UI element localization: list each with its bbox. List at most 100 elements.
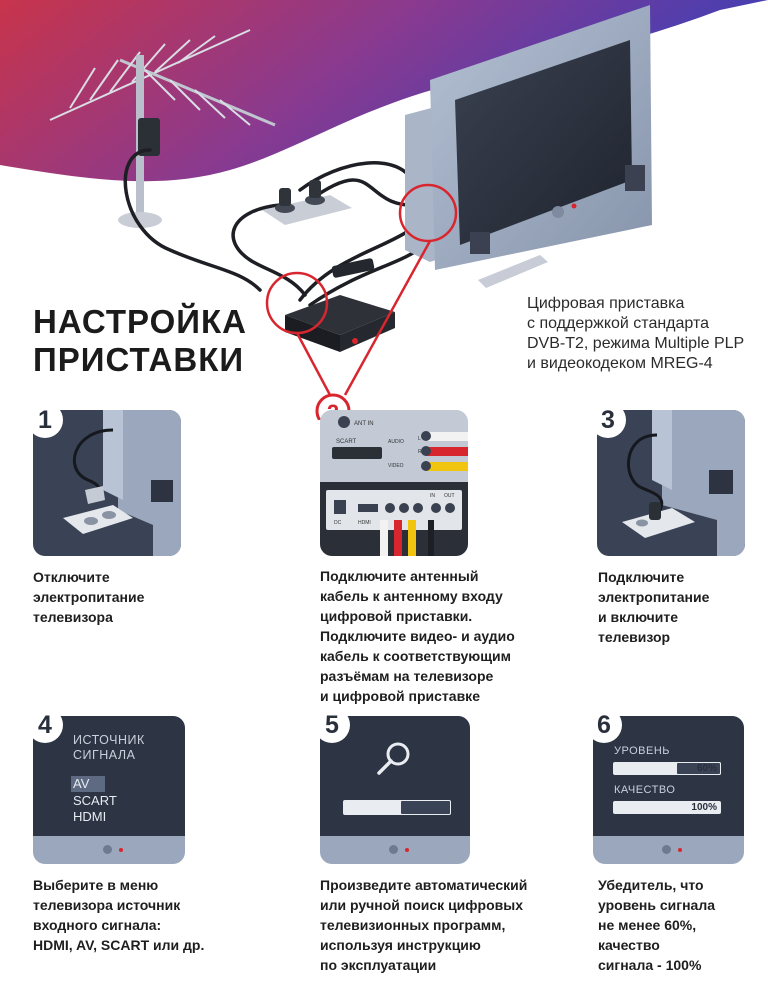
step-1-number: 1 bbox=[27, 402, 63, 438]
step-2-caption: Подключите антенный кабель к антенному в… bbox=[320, 566, 515, 706]
caption-line: качество bbox=[598, 937, 660, 953]
step-2-card: ANT IN SCART AUDIO L R VIDEO DC HDMI IN … bbox=[320, 410, 468, 556]
panel-label-dc: DC bbox=[334, 520, 342, 526]
caption-line: или ручной поиск цифровых bbox=[320, 897, 523, 913]
heading-line: СИГНАЛА bbox=[73, 748, 136, 762]
tv-side-panel bbox=[118, 410, 181, 556]
level-meter-remaining bbox=[675, 762, 721, 775]
tv-led bbox=[405, 848, 409, 852]
device-description: Цифровая приставка с поддержкой стандарт… bbox=[527, 294, 763, 374]
caption-line: используя инструкцию bbox=[320, 937, 481, 953]
page-title-line-2: ПРИСТАВКИ bbox=[33, 341, 245, 378]
caption-line: электропитание bbox=[33, 589, 145, 605]
step-5-caption: Произведите автоматический или ручной по… bbox=[320, 875, 527, 975]
television bbox=[405, 5, 652, 270]
dc-port bbox=[334, 500, 346, 514]
panel-label-ant-in: ANT IN bbox=[354, 421, 374, 427]
caption-line: и цифровой приставке bbox=[320, 688, 480, 704]
menu-option-av[interactable]: AV bbox=[71, 776, 106, 792]
step-6-number: 6 bbox=[586, 707, 622, 743]
source-menu: AV SCART HDMI bbox=[71, 775, 117, 825]
tv-power-button bbox=[389, 845, 398, 854]
step-6-caption: Убедитель, что уровень сигнала не менее … bbox=[598, 875, 715, 975]
caption-line: телевизора bbox=[33, 609, 113, 625]
tv-power-button bbox=[103, 845, 112, 854]
quality-value: 100% bbox=[691, 802, 717, 813]
step-6-card: УРОВЕНЬ 60% КАЧЕСТВО 100% bbox=[593, 716, 744, 864]
step-4-card: ИСТОЧНИК СИГНАЛА AV SCART HDMI bbox=[33, 716, 185, 864]
caption-line: цифровой приставки. bbox=[320, 608, 473, 624]
caption-line: электропитание bbox=[598, 589, 710, 605]
search-progress-bar bbox=[343, 800, 451, 815]
panel-label-l: L bbox=[418, 436, 421, 442]
panel-label-scart: SCART bbox=[336, 439, 357, 445]
source-menu-heading: ИСТОЧНИК СИГНАЛА bbox=[73, 733, 145, 763]
caption-line: Выберите в меню bbox=[33, 877, 159, 893]
caption-line: уровень сигнала bbox=[598, 897, 716, 913]
caption-line: Подключите видео- и аудио bbox=[320, 628, 515, 644]
step-5-number: 5 bbox=[314, 707, 350, 743]
caption-line: разъёмам на телевизоре bbox=[320, 668, 494, 684]
scart-port bbox=[332, 447, 382, 459]
step-3-caption: Подключите электропитание и включите тел… bbox=[598, 567, 709, 647]
caption-line: кабель к антенному входу bbox=[320, 588, 503, 604]
hero-illustration: 2 bbox=[0, 0, 768, 420]
step-3-card bbox=[597, 410, 745, 556]
panel-label-out: OUT bbox=[444, 493, 455, 499]
step-4-number: 4 bbox=[27, 707, 63, 743]
quality-label: КАЧЕСТВО bbox=[614, 784, 676, 796]
caption-line: Произведите автоматический bbox=[320, 877, 528, 893]
set-top-box bbox=[285, 295, 395, 352]
caption-line: сигнала - 100% bbox=[598, 957, 702, 973]
description-line: и видеокодеком MREG-4 bbox=[527, 355, 713, 372]
caption-line: по эксплуатации bbox=[320, 957, 437, 973]
power-cord bbox=[627, 433, 664, 513]
antenna bbox=[49, 29, 276, 127]
panel-label-in: IN bbox=[430, 493, 435, 499]
caption-line: и включите bbox=[598, 609, 678, 625]
menu-option-hdmi[interactable]: HDMI bbox=[73, 809, 107, 824]
caption-line: входного сигнала: bbox=[33, 917, 162, 933]
ant-in-port bbox=[338, 416, 350, 428]
tv-side-panel bbox=[662, 410, 745, 556]
caption-line: не менее 60%, bbox=[598, 917, 697, 933]
search-progress-remaining bbox=[401, 801, 450, 814]
step-3-number: 3 bbox=[590, 402, 626, 438]
page-title-line-1: НАСТРОЙКА bbox=[33, 303, 247, 340]
step-5-card bbox=[320, 716, 470, 864]
antenna-box bbox=[138, 118, 160, 156]
heading-line: ИСТОЧНИК bbox=[73, 733, 145, 747]
tv-remote bbox=[478, 255, 548, 288]
level-meter: 60% bbox=[613, 762, 721, 775]
caption-line: Отключите bbox=[33, 569, 110, 585]
menu-option-scart[interactable]: SCART bbox=[73, 793, 117, 808]
level-label: УРОВЕНЬ bbox=[614, 745, 670, 757]
plug bbox=[649, 502, 661, 520]
power-strip bbox=[262, 180, 352, 225]
caption-line: HDMI, AV, SCART или др. bbox=[33, 937, 205, 953]
panel-label-audio: AUDIO bbox=[388, 439, 404, 445]
caption-line: телевизор bbox=[598, 629, 671, 645]
tv-power-button bbox=[662, 845, 671, 854]
caption-line: Убедитель, что bbox=[598, 877, 704, 893]
caption-line: телевизора источник bbox=[33, 897, 181, 913]
tv-led bbox=[119, 848, 123, 852]
description-line: DVB-T2, режима Multiple PLP bbox=[527, 335, 745, 352]
caption-line: Подключите bbox=[598, 569, 685, 585]
tv-rca-cables bbox=[421, 431, 468, 471]
wall-socket bbox=[622, 508, 695, 538]
caption-line: телевизионных программ, bbox=[320, 917, 506, 933]
description-line: с поддержкой стандарта bbox=[527, 315, 709, 332]
caption-line: кабель к соответствующим bbox=[320, 648, 512, 664]
step-1-caption: Отключите электропитание телевизора bbox=[33, 567, 144, 627]
level-value: 60% bbox=[696, 763, 717, 774]
box-remote bbox=[331, 258, 375, 278]
search-icon bbox=[377, 742, 410, 775]
hdmi-port bbox=[358, 504, 378, 512]
caption-line: Подключите антенный bbox=[320, 568, 479, 584]
step-1-card bbox=[33, 410, 181, 556]
antenna-base bbox=[118, 212, 162, 228]
quality-meter: 100% bbox=[613, 801, 721, 814]
box-rca-cables bbox=[380, 520, 434, 556]
tv-led bbox=[678, 848, 682, 852]
